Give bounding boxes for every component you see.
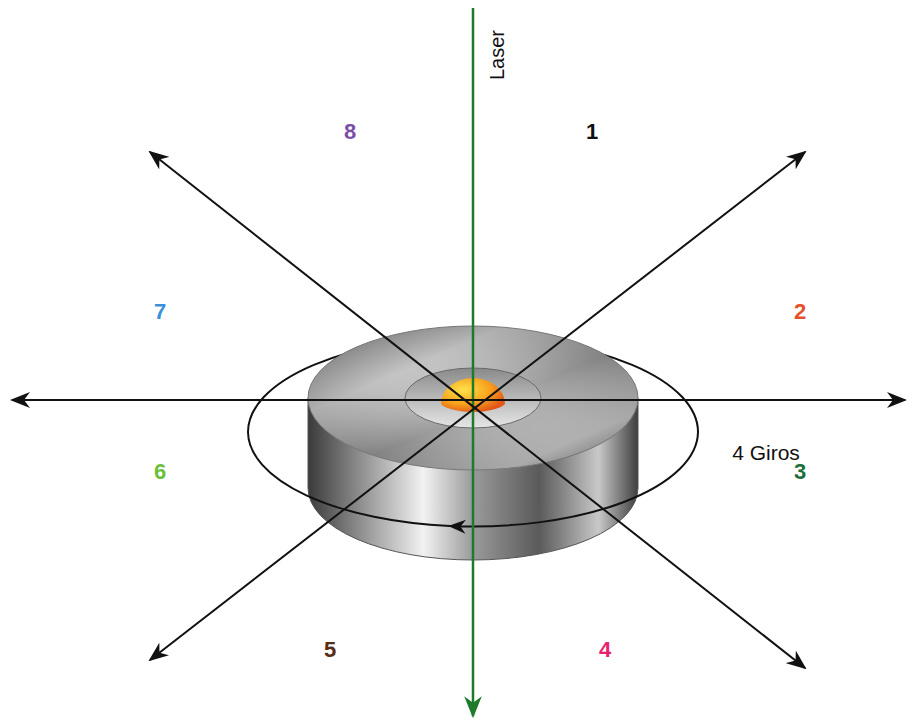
direction-number: 3	[791, 460, 809, 484]
direction-number: 7	[151, 300, 169, 324]
laser-beam	[472, 8, 475, 716]
axis-arrow	[150, 152, 805, 668]
laser-label: Laser	[486, 27, 508, 83]
axis-arrow	[12, 399, 905, 401]
rotation-orbit	[248, 432, 450, 526]
laser-glow	[470, 8, 477, 716]
direction-number: 6	[151, 460, 169, 484]
direction-number: 2	[791, 300, 809, 324]
direction-number: 5	[321, 638, 339, 662]
direction-number: 4	[596, 638, 614, 662]
direction-number: 8	[341, 120, 359, 144]
rotation-arrow	[450, 432, 698, 526]
direction-number: 1	[583, 120, 601, 144]
